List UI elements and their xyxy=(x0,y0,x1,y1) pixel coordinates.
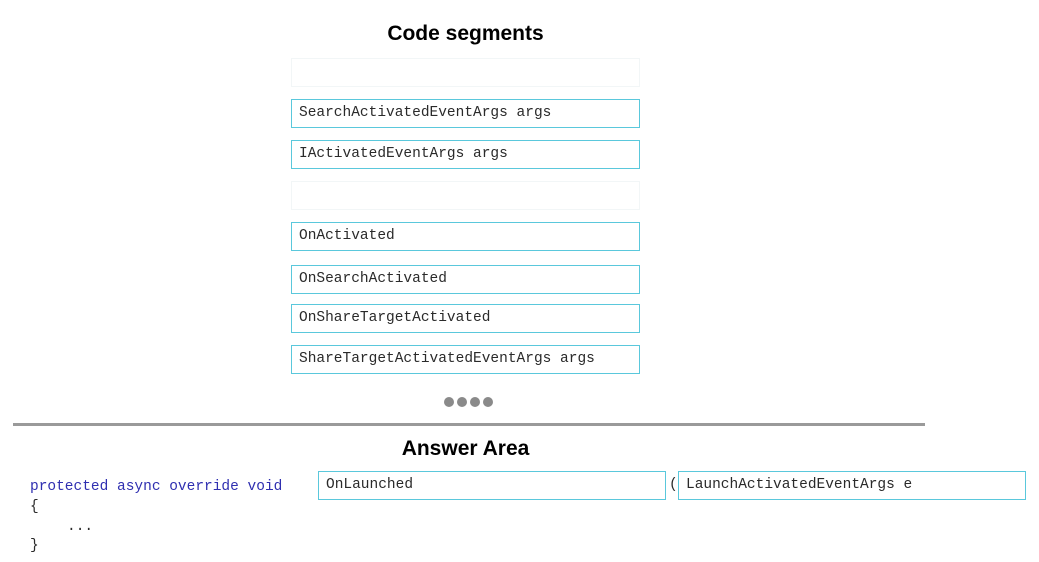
pager-dot-4 xyxy=(483,397,493,407)
section-divider xyxy=(13,423,925,426)
answer-slot-method-name[interactable]: OnLaunched xyxy=(318,471,666,500)
code-segment-iactivated-args[interactable]: IActivatedEventArgs args xyxy=(291,140,640,169)
pager-dot-1 xyxy=(444,397,454,407)
answer-slot-arguments[interactable]: LaunchActivatedEventArgs e xyxy=(678,471,1026,500)
pager-dots xyxy=(444,397,494,409)
code-segments-title: Code segments xyxy=(387,22,544,45)
pager-dot-3 xyxy=(470,397,480,407)
code-segment-empty-1[interactable] xyxy=(291,58,640,87)
code-segment-search-activated-args[interactable]: SearchActivatedEventArgs args xyxy=(291,99,640,128)
code-segment-empty-2[interactable] xyxy=(291,181,640,210)
code-segment-on-activated[interactable]: OnActivated xyxy=(291,222,640,251)
method-signature-prefix: protected async override void xyxy=(30,479,283,495)
open-paren: ( xyxy=(669,477,678,493)
code-close-brace: } xyxy=(30,538,39,554)
code-body-ellipsis: ... xyxy=(67,519,94,535)
code-segment-on-share-target-activated[interactable]: OnShareTargetActivated xyxy=(291,304,640,333)
answer-area-title: Answer Area xyxy=(401,437,530,460)
code-segment-on-search-activated[interactable]: OnSearchActivated xyxy=(291,265,640,294)
code-open-brace: { xyxy=(30,499,39,515)
code-segment-share-target-args[interactable]: ShareTargetActivatedEventArgs args xyxy=(291,345,640,374)
pager-dot-2 xyxy=(457,397,467,407)
